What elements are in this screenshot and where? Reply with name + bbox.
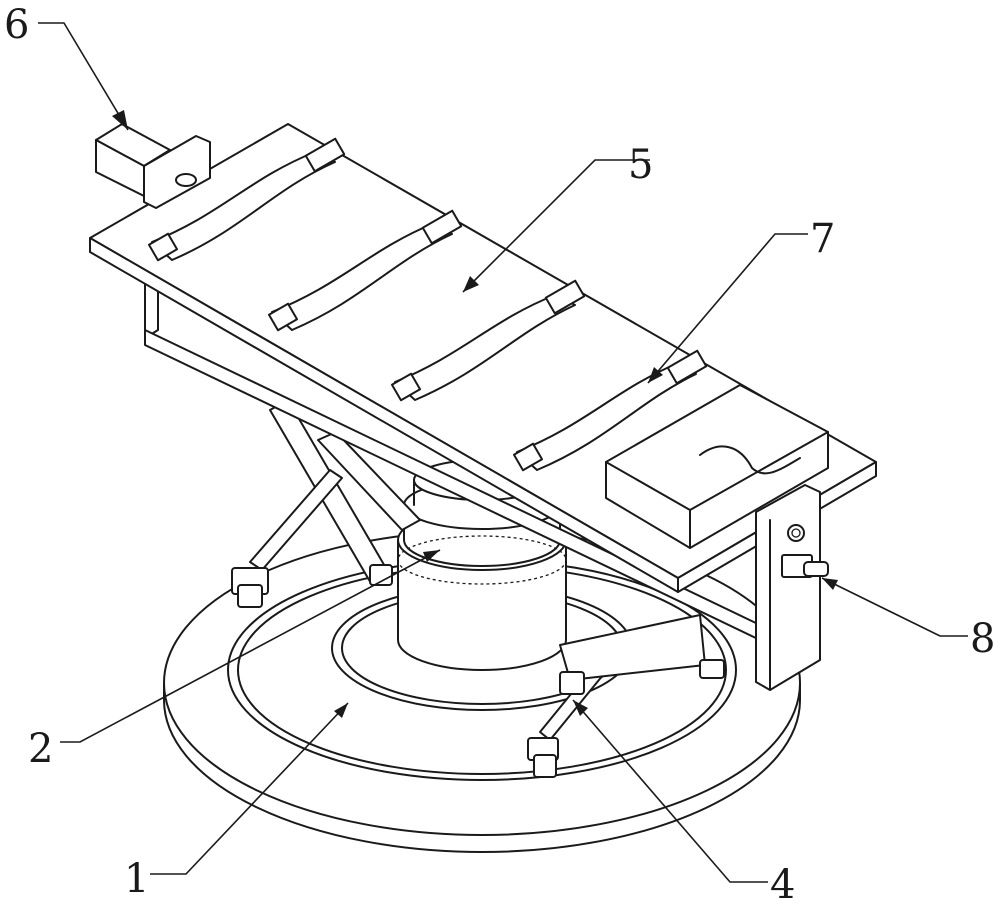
callout-7: 7 <box>810 216 835 262</box>
callout-4: 4 <box>770 862 795 905</box>
base-disc <box>163 530 801 853</box>
callout-8: 8 <box>970 616 995 662</box>
motor-unit <box>95 123 211 209</box>
side-frame <box>144 271 761 641</box>
head-cushion <box>605 384 829 549</box>
callout-6: 6 <box>4 2 29 48</box>
lock-bracket <box>755 484 829 691</box>
callout-5: 5 <box>628 142 653 188</box>
callout-1: 1 <box>124 856 149 902</box>
scissor-frame <box>231 399 725 778</box>
callout-leaders <box>38 22 968 883</box>
straps <box>147 137 708 472</box>
callout-2: 2 <box>28 726 53 772</box>
